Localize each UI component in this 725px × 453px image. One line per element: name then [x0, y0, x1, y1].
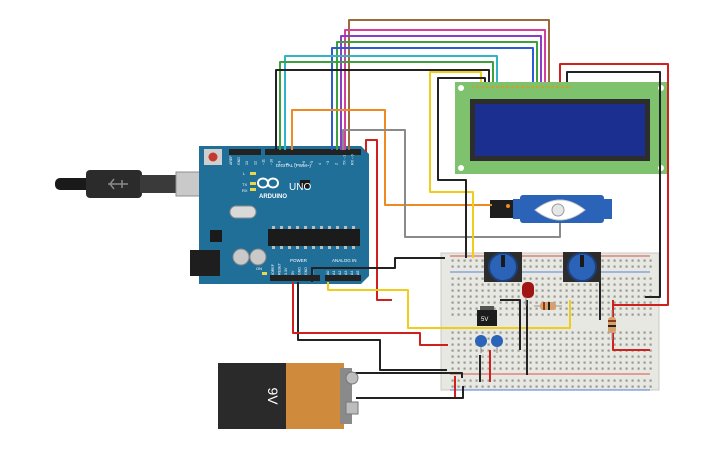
digital-pin-label: ~10 — [270, 159, 274, 165]
digital-pin-label: ~9 — [278, 161, 282, 165]
power-pin-label: IOREF — [271, 263, 275, 275]
usb-cable — [55, 170, 207, 198]
digital-pin-label: 7 — [294, 163, 298, 165]
digital-pin-label: GND — [237, 157, 241, 165]
voltage-regulator — [477, 306, 497, 326]
servo-motor — [490, 195, 612, 223]
digital-pin-label: ~6 — [302, 161, 306, 165]
tx-label: TX — [242, 182, 247, 187]
usb-plug-icon — [108, 178, 128, 190]
resistor-1 — [534, 302, 562, 310]
l-label: L — [243, 171, 246, 176]
power-pin-label: RESET — [278, 262, 282, 275]
reset-button-icon[interactable] — [204, 149, 222, 165]
on-label: ON — [256, 266, 262, 271]
lcd-display — [455, 82, 667, 174]
capacitor-1 — [475, 335, 487, 353]
digital-label: DIGITAL (PWM~) — [276, 163, 311, 168]
arduino-model: UNO — [289, 182, 311, 193]
infinity-logo-icon — [256, 177, 280, 189]
arduino-board — [190, 146, 369, 284]
analog-pin-label: A1 — [332, 271, 336, 275]
power-pin-label: GND — [304, 267, 308, 275]
battery-9v — [218, 363, 359, 429]
analog-pin-label: A5 — [356, 271, 360, 275]
potentiometer-1[interactable] — [484, 252, 522, 282]
power-pin-label: 3.3V — [284, 267, 288, 275]
wires — [275, 19, 669, 399]
power-pin-label: GND — [297, 267, 301, 275]
power-pin-label: 5V — [291, 270, 295, 275]
digital-pin-label: ~3 — [326, 161, 330, 165]
analog-pin-label: A0 — [326, 271, 330, 275]
digital-pin-label: 8 — [286, 163, 290, 165]
potentiometer-2[interactable] — [563, 252, 601, 282]
battery-label: 9V — [265, 387, 281, 405]
capacitor-2 — [491, 335, 503, 353]
regulator-label: 5V — [481, 317, 488, 323]
digital-pin-label: ~11 — [261, 159, 265, 165]
digital-pin-label: ~5 — [310, 161, 314, 165]
digital-pin-label: RX←0 — [351, 154, 355, 165]
digital-pin-label: 13 — [245, 161, 249, 165]
breadboard — [440, 252, 660, 391]
digital-pin-label: 2 — [334, 163, 338, 165]
red-led — [522, 282, 534, 306]
rx-label: RX — [242, 188, 248, 193]
power-label: POWER — [290, 258, 308, 263]
digital-pin-labels: AREF GND 13 12 ~11 ~10 ~9 8 7 ~6 ~5 4 ~3 2 TX→1 RX←0 — [229, 154, 355, 165]
analog-pin-label: A3 — [344, 271, 348, 275]
arduino-brand: ARDUINO — [259, 194, 287, 200]
digital-pin-label: TX→1 — [342, 155, 346, 165]
analog-pin-label: A4 — [350, 271, 354, 275]
analog-label: ANALOG IN — [332, 258, 357, 263]
resistor-2 — [608, 310, 616, 340]
analog-pin-label: A2 — [338, 271, 342, 275]
digital-pin-label: 4 — [318, 163, 322, 165]
digital-pin-label: 12 — [253, 161, 257, 165]
digital-pin-label: AREF — [229, 155, 233, 165]
